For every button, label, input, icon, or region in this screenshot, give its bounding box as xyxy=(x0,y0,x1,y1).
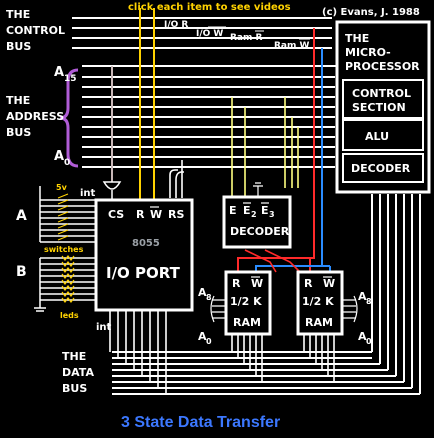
ram-right-chip[interactable]: R W 1/2 K RAM xyxy=(296,270,344,336)
ram-left-address-pins xyxy=(210,295,226,323)
io-int-bottom: int xyxy=(96,322,112,333)
leds-label: leds xyxy=(60,311,79,320)
control-bus-label-line1: THE xyxy=(6,8,30,21)
ram-left-chip[interactable]: R W 1/2 K RAM xyxy=(224,270,272,336)
address-bus-label-line2: ADDRESS xyxy=(6,110,64,123)
ram-right-data-pins xyxy=(303,334,335,382)
io-write-signal: I/O W xyxy=(196,29,223,39)
ram-right-a0: A xyxy=(358,330,367,343)
ram-right-a0-sub: 0 xyxy=(366,337,372,346)
mpu-title-line3: PROCESSOR xyxy=(345,60,420,73)
ram-left-name: RAM xyxy=(233,316,261,329)
port-a-label: A xyxy=(16,208,27,224)
mpu-decoder-label: DECODER xyxy=(351,162,411,175)
ram-right-r: R xyxy=(304,277,313,290)
io-control-wires[interactable] xyxy=(139,8,155,200)
mpu-title-line2: MICRO- xyxy=(345,46,391,59)
ram-left-a0-sub: 0 xyxy=(206,337,212,346)
io-data-pins xyxy=(109,310,167,394)
address-high-sub: 15 xyxy=(64,74,77,84)
ram-right-a8: A xyxy=(358,290,367,303)
decoder-e3-sub: 3 xyxy=(269,210,275,219)
ram-right-address-pins xyxy=(342,295,358,323)
address-bus[interactable] xyxy=(82,65,335,168)
mpu-decoder[interactable]: DECODER xyxy=(342,153,424,183)
instruction-text: click each item to see videos xyxy=(128,2,291,13)
supply-label: 5v xyxy=(56,183,68,192)
control-bus[interactable] xyxy=(72,17,332,49)
address-low-sub: 0 xyxy=(64,158,70,168)
io-w-pin-label: W xyxy=(150,208,162,221)
control-section[interactable]: CONTROL SECTION xyxy=(342,79,424,119)
ram-left-size: 1/2 K xyxy=(230,295,262,308)
address-bus-label-line1: THE xyxy=(6,94,30,107)
control-section-line2: SECTION xyxy=(352,101,406,114)
ram-left-w: W xyxy=(251,277,263,290)
io-cs-pin-label: CS xyxy=(108,208,124,221)
io-rs-pin-label: RS xyxy=(168,208,184,221)
ram-left-a0: A xyxy=(198,330,207,343)
alu[interactable]: ALU xyxy=(342,119,424,151)
ram-left-data-pins xyxy=(231,334,263,382)
port-b-label: B xyxy=(16,264,27,280)
ram-left-a8-sub: 8 xyxy=(206,293,212,302)
decoder-e2-sub: 2 xyxy=(251,210,257,219)
address-bus-brace xyxy=(59,68,79,168)
data-bus-label-line2: DATA xyxy=(62,366,94,379)
control-bus-label-line3: BUS xyxy=(6,40,31,53)
ram-left-r: R xyxy=(232,277,241,290)
io-chip-number: 8055 xyxy=(132,238,160,249)
switches-label: switches xyxy=(44,245,84,254)
decoder-chip[interactable]: E E 2 E 3 DECODER xyxy=(222,195,292,249)
ram-right-size: 1/2 K xyxy=(302,295,334,308)
io-port-name: I/O PORT xyxy=(106,264,181,282)
decoder-chip-name: DECODER xyxy=(230,225,290,238)
ram-right-a8-sub: 8 xyxy=(366,297,372,306)
io-int-top: int xyxy=(80,188,96,199)
ram-right-name: RAM xyxy=(305,316,333,329)
io-select-gate xyxy=(102,181,122,190)
data-bus-label-line1: THE xyxy=(62,350,86,363)
control-bus-label-line2: CONTROL xyxy=(6,24,65,37)
io-r-pin-label: R xyxy=(136,208,145,221)
mpu-title-line1: THE xyxy=(345,32,369,45)
decoder-output-wires xyxy=(244,249,301,273)
control-section-line1: CONTROL xyxy=(352,87,411,100)
data-bus-label-line3: BUS xyxy=(62,382,87,395)
data-bus[interactable] xyxy=(112,194,421,395)
port-b-lines[interactable] xyxy=(34,257,96,312)
ram-right-w: W xyxy=(323,277,335,290)
leds[interactable] xyxy=(61,255,75,303)
io-read-signal: I/O R xyxy=(164,20,188,30)
decoder-input-wires xyxy=(231,97,299,198)
switches[interactable] xyxy=(57,193,69,241)
address-low-label: A xyxy=(54,149,64,164)
ram-read-signal: Ram R xyxy=(230,33,263,43)
ram-left-a8: A xyxy=(198,286,207,299)
ram-write-signal: Ram W xyxy=(274,41,310,51)
io-port-chip[interactable]: CS R W RS 8055 I/O PORT xyxy=(94,198,194,312)
copyright-text: (c) Evans, J. 1988 xyxy=(322,7,420,18)
rs-wires xyxy=(169,160,184,198)
address-bus-label-line3: BUS xyxy=(6,126,31,139)
diagram-title: 3 State Data Transfer xyxy=(121,414,280,431)
decoder-e-label: E xyxy=(229,204,237,217)
decoder-e3-label: E xyxy=(261,204,269,217)
alu-label: ALU xyxy=(365,130,389,143)
decoder-e2-label: E xyxy=(243,204,251,217)
address-high-label: A xyxy=(54,65,64,80)
